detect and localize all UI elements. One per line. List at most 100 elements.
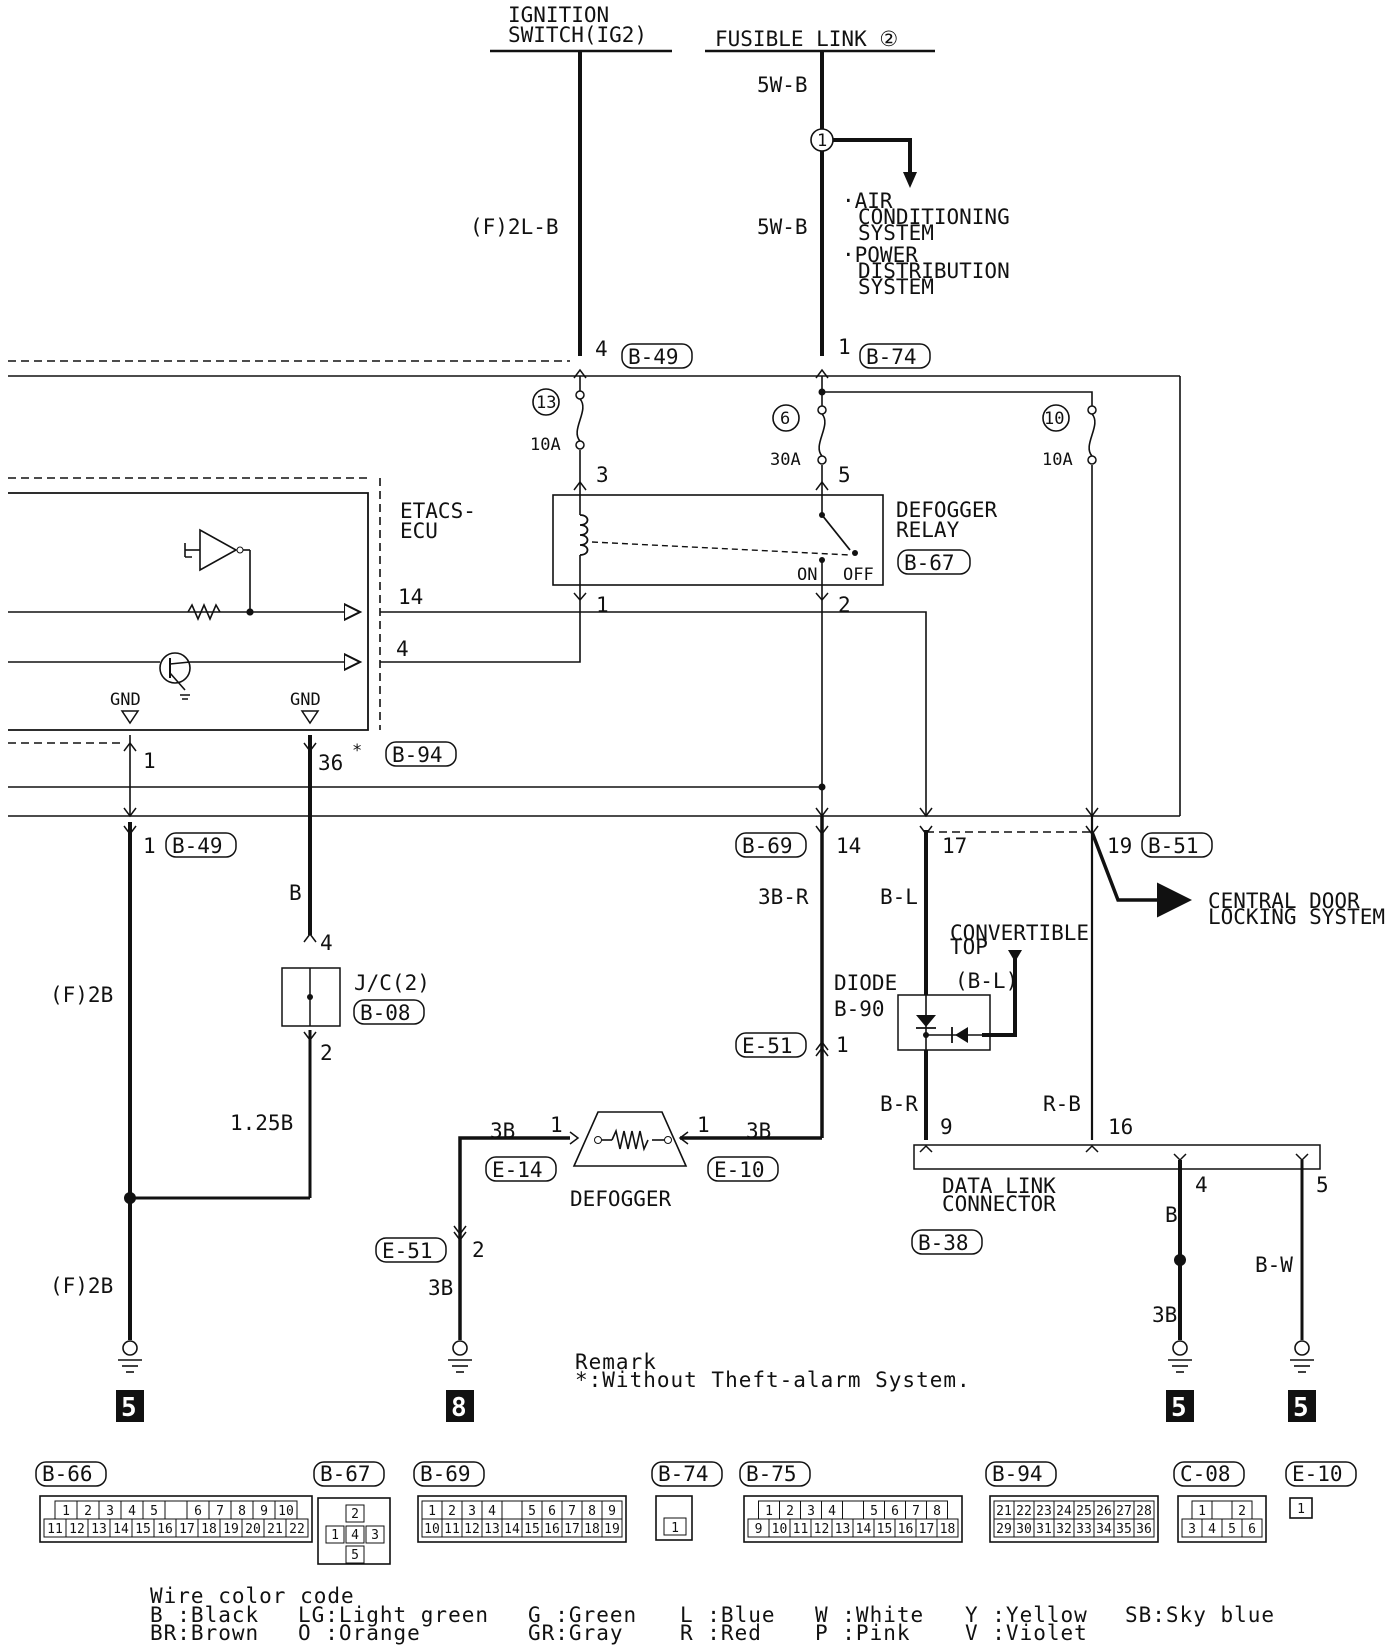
b74-pin: 1 — [671, 1521, 679, 1536]
central-line2: LOCKING SYSTEM — [1208, 905, 1385, 929]
b75-pin: 13 — [835, 1522, 851, 1537]
conn-b49-top: B-49 — [628, 345, 679, 369]
fuse-10: 10 10A — [1042, 404, 1097, 470]
svg-text:10: 10 — [1044, 409, 1064, 429]
b75-pin: 16 — [898, 1522, 914, 1537]
svg-text:2: 2 — [320, 1041, 333, 1065]
svg-text:V :Violet: V :Violet — [965, 1621, 1088, 1645]
c08-cell — [1211, 1500, 1233, 1520]
b94-pin: 28 — [1136, 1504, 1152, 1519]
svg-text:Wire color code: Wire color code — [150, 1584, 355, 1608]
svg-text:4: 4 — [396, 637, 409, 661]
svg-text:10A: 10A — [1042, 450, 1073, 470]
svg-text:Remark: Remark — [575, 1350, 657, 1374]
c08-tag — [1173, 1461, 1245, 1487]
b66-pin: 16 — [157, 1522, 173, 1537]
svg-text:(B-L): (B-L) — [955, 969, 1018, 993]
b75-pin: 14 — [856, 1522, 872, 1537]
fuse-13: 13 10A — [530, 388, 585, 455]
svg-text:4: 4 — [1195, 1173, 1208, 1197]
b75-cell — [936, 1518, 959, 1538]
svg-text:1: 1 — [838, 335, 851, 359]
svg-text:GR:Gray: GR:Gray — [528, 1621, 624, 1645]
wire-labels: 5W-B 5W-B (F)2L-B B (F)2B (F)2B 1.25B 3B… — [50, 73, 1293, 1327]
gnd-label-2: GND — [290, 690, 321, 710]
svg-text:LG:Light green: LG:Light green — [298, 1603, 489, 1627]
thin-wires — [8, 360, 1181, 1140]
svg-text:1.25B: 1.25B — [230, 1111, 293, 1135]
b94-pin: 29 — [996, 1522, 1012, 1537]
b75-body — [743, 1495, 963, 1543]
b69-pin: 14 — [504, 1522, 520, 1537]
b75-pin: 5 — [870, 1504, 878, 1519]
b94-pin: 26 — [1096, 1504, 1112, 1519]
svg-text:DEFOGGER: DEFOGGER — [570, 1187, 672, 1211]
conn-e51-bot: E-51 — [382, 1239, 433, 1263]
b66-cell — [164, 1500, 188, 1520]
b94-pin: 31 — [1036, 1522, 1052, 1537]
svg-text:W :White: W :White — [815, 1603, 924, 1627]
wire-color-code: Wire color code B :Black BR:Brown LG:Lig… — [150, 1584, 1274, 1645]
pin-markers — [123, 741, 1309, 1242]
svg-text:4: 4 — [320, 931, 333, 955]
b94-pin: 22 — [1016, 1504, 1032, 1519]
b75-pin: 6 — [891, 1504, 899, 1519]
b69-pin: 12 — [464, 1522, 480, 1537]
e10-pin: 1 — [1297, 1502, 1305, 1517]
b94-pin: 36 — [1136, 1522, 1152, 1537]
b66-pin: 2 — [84, 1504, 92, 1519]
svg-text:4: 4 — [595, 337, 608, 361]
conn-b51: B-51 — [1148, 834, 1199, 858]
b75-pin: 11 — [793, 1522, 809, 1537]
b66-pin: 10 — [278, 1504, 294, 1519]
b67-cell — [345, 1545, 365, 1564]
b66-pin: 7 — [216, 1504, 224, 1519]
b94-pin: 25 — [1076, 1504, 1092, 1519]
svg-text:BR:Brown: BR:Brown — [150, 1621, 259, 1645]
relay-pin-stubs — [573, 368, 829, 602]
b67-pin: 4 — [351, 1528, 359, 1543]
c08-pin: 4 — [1208, 1522, 1216, 1537]
svg-text:8: 8 — [451, 1393, 467, 1423]
e10-tag — [1285, 1461, 1357, 1487]
c08-cell — [1241, 1518, 1263, 1538]
b94-tag — [985, 1461, 1057, 1487]
svg-text:5: 5 — [1171, 1393, 1187, 1423]
b66-pin: 20 — [245, 1522, 261, 1537]
b75-pin: 12 — [814, 1522, 830, 1537]
b69-pin: 16 — [544, 1522, 560, 1537]
b66-pin: 15 — [135, 1522, 151, 1537]
b74-body — [655, 1495, 693, 1541]
branch-arrow-icon — [903, 172, 917, 188]
b75-pin: 18 — [940, 1522, 956, 1537]
svg-text:L :Blue: L :Blue — [680, 1603, 776, 1627]
b66-tag — [35, 1461, 107, 1487]
b66-cell — [285, 1518, 309, 1538]
b94-pin: 32 — [1056, 1522, 1072, 1537]
b67-tag-label: B-67 — [320, 1462, 371, 1486]
b69-pin: 8 — [588, 1504, 596, 1519]
b66-pin: 8 — [238, 1504, 246, 1519]
c08-pin: 5 — [1228, 1522, 1236, 1537]
svg-text:(F)2B: (F)2B — [50, 1274, 113, 1298]
b94-pin: 30 — [1016, 1522, 1032, 1537]
b69-pin: 1 — [428, 1504, 436, 1519]
svg-text:O :Orange: O :Orange — [298, 1621, 421, 1645]
svg-text:2: 2 — [838, 593, 851, 617]
b69-body — [417, 1495, 627, 1543]
b75-tag-label: B-75 — [746, 1462, 797, 1486]
svg-text:B-L: B-L — [880, 885, 918, 909]
svg-text:10A: 10A — [530, 435, 561, 455]
b75-pin: 2 — [786, 1504, 794, 1519]
b75-pin: 7 — [912, 1504, 920, 1519]
fusible-link-text: FUSIBLE LINK ② — [715, 27, 898, 51]
b75-tag — [739, 1461, 811, 1487]
remark: Remark *:Without Theft-alarm System. — [575, 1350, 970, 1392]
conn-b69: B-69 — [742, 834, 793, 858]
b69-pin: 3 — [468, 1504, 476, 1519]
svg-text:B: B — [1165, 1203, 1178, 1227]
b66-pin: 4 — [128, 1504, 136, 1519]
